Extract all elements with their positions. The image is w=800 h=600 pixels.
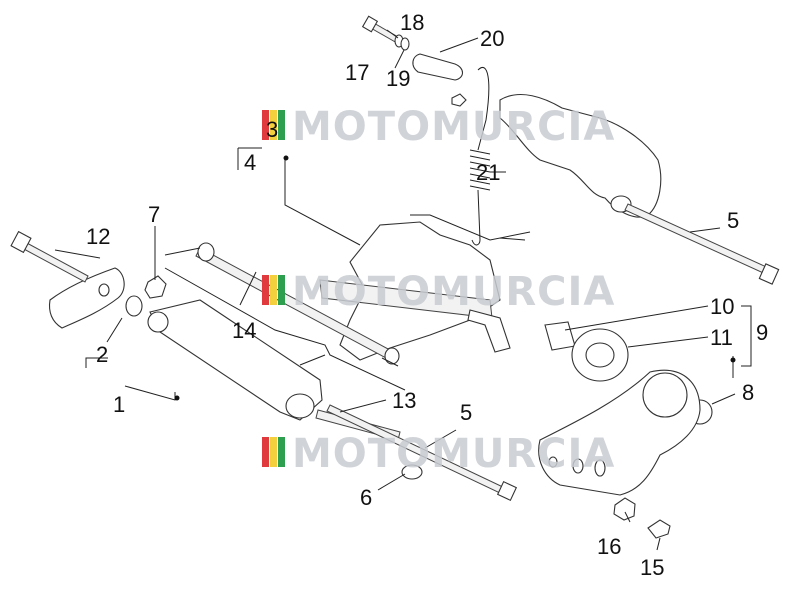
watermark-text: MOTOMURCIA [292,104,615,150]
part-label-5-bottom: 5 [460,400,472,425]
part-label-16: 16 [597,534,621,559]
lower-arm-hole-3 [594,459,606,477]
leader-14 [239,271,257,306]
leader-6 [377,473,406,491]
bolt-17-head [361,15,379,33]
pivot-tube-end [285,393,315,419]
leader-1-dot [174,395,180,401]
part-label-15: 15 [640,555,664,580]
part-label-11: 11 [710,325,733,350]
leader-11 [627,336,709,348]
bolt-12-head [10,230,32,254]
assembly-outline-upper [284,160,531,246]
leader-2 [85,317,123,368]
bearing-11-inner [585,342,615,368]
leader-lines [54,29,752,551]
part-label-9: 9 [756,320,768,345]
lower-arm-bore [642,372,688,418]
left-bracket [48,267,125,329]
watermark-top: MOTOMURCIA [262,104,615,150]
watermark-bottom: MOTOMURCIA [262,431,615,477]
flag-stripe-green [278,275,285,305]
link-pin-right [467,309,511,353]
part-label-2: 2 [96,342,108,367]
part-label-18: 18 [400,10,424,35]
leader-9-bracket [741,305,752,367]
leader-12 [54,249,101,259]
leader-10 [564,305,709,331]
leader-9-dot [730,357,736,363]
part-label-6: 6 [360,485,372,510]
assembly-outline-lower [164,247,406,391]
flag-stripe-yellow [270,275,277,305]
nut-top [451,93,467,107]
long-bolt-bottom-head [496,480,518,502]
pivot-tube-start [147,311,169,333]
leader-8 [711,393,736,405]
bolt-12 [21,241,89,283]
washer-6 [401,464,423,480]
part-label-1: 1 [113,392,125,417]
spring-hook [471,67,490,246]
part-labels: 1 2 3 4 5 5 6 7 8 9 10 11 12 13 14 15 16… [86,10,768,580]
part-label-13: 13 [392,388,416,413]
nut-7 [144,275,167,299]
leader-18 [386,29,399,39]
shaft-14-right-bushing [384,347,400,365]
leader-13 [339,399,387,413]
part-label-20: 20 [480,26,504,51]
part-label-10: 10 [710,294,734,319]
leader-13b [381,357,399,367]
leader-1 [124,385,176,401]
leader-5-top [689,227,721,233]
cylinder-20 [412,53,464,81]
part-label-3: 3 [266,117,278,142]
leader-16 [624,511,631,523]
flag-stripe-red [262,437,269,467]
flag-stripe-green [278,437,285,467]
part-label-17: 17 [345,60,369,85]
long-bolt-top-head [758,263,780,285]
spring-coils [469,149,491,191]
nut-16 [613,497,636,521]
left-bracket-hole [98,283,110,297]
part-label-12: 12 [86,224,110,249]
part-label-14: 14 [232,318,256,343]
lower-arm-hole-2 [572,458,584,474]
parts-artwork [10,15,780,539]
part-label-7: 7 [148,202,160,227]
flag-stripe-red [262,275,269,305]
leader-4-dot [283,155,289,161]
flag-stripe-green [278,110,285,140]
bushing-10 [544,321,576,351]
shaft-14-left-bushing [197,242,215,262]
leader-20 [439,37,479,53]
part-label-8: 8 [742,380,754,405]
long-bolt-top [624,203,774,277]
watermark-text: MOTOMURCIA [292,431,615,477]
washer-19 [400,37,410,51]
leader-19 [394,49,405,69]
flag-stripe-yellow [270,110,277,140]
bushing-2 [125,295,143,317]
part-label-5-top: 5 [727,208,739,233]
part-label-4: 4 [244,150,256,175]
watermark-middle: MOTOMURCIA [262,269,615,315]
leader-15 [656,537,661,551]
flag-stripe-red [262,110,269,140]
screw-15 [647,519,671,539]
flag-stripe-yellow [270,437,277,467]
leader-4-bracket [237,147,262,170]
watermark-text: MOTOMURCIA [292,269,615,315]
part-label-21: 21 [476,160,500,185]
leader-5-bottom [424,429,457,449]
lower-arm-hole-1 [548,456,558,468]
part-label-19: 19 [386,66,410,91]
pivot-tube-1 [149,299,323,421]
